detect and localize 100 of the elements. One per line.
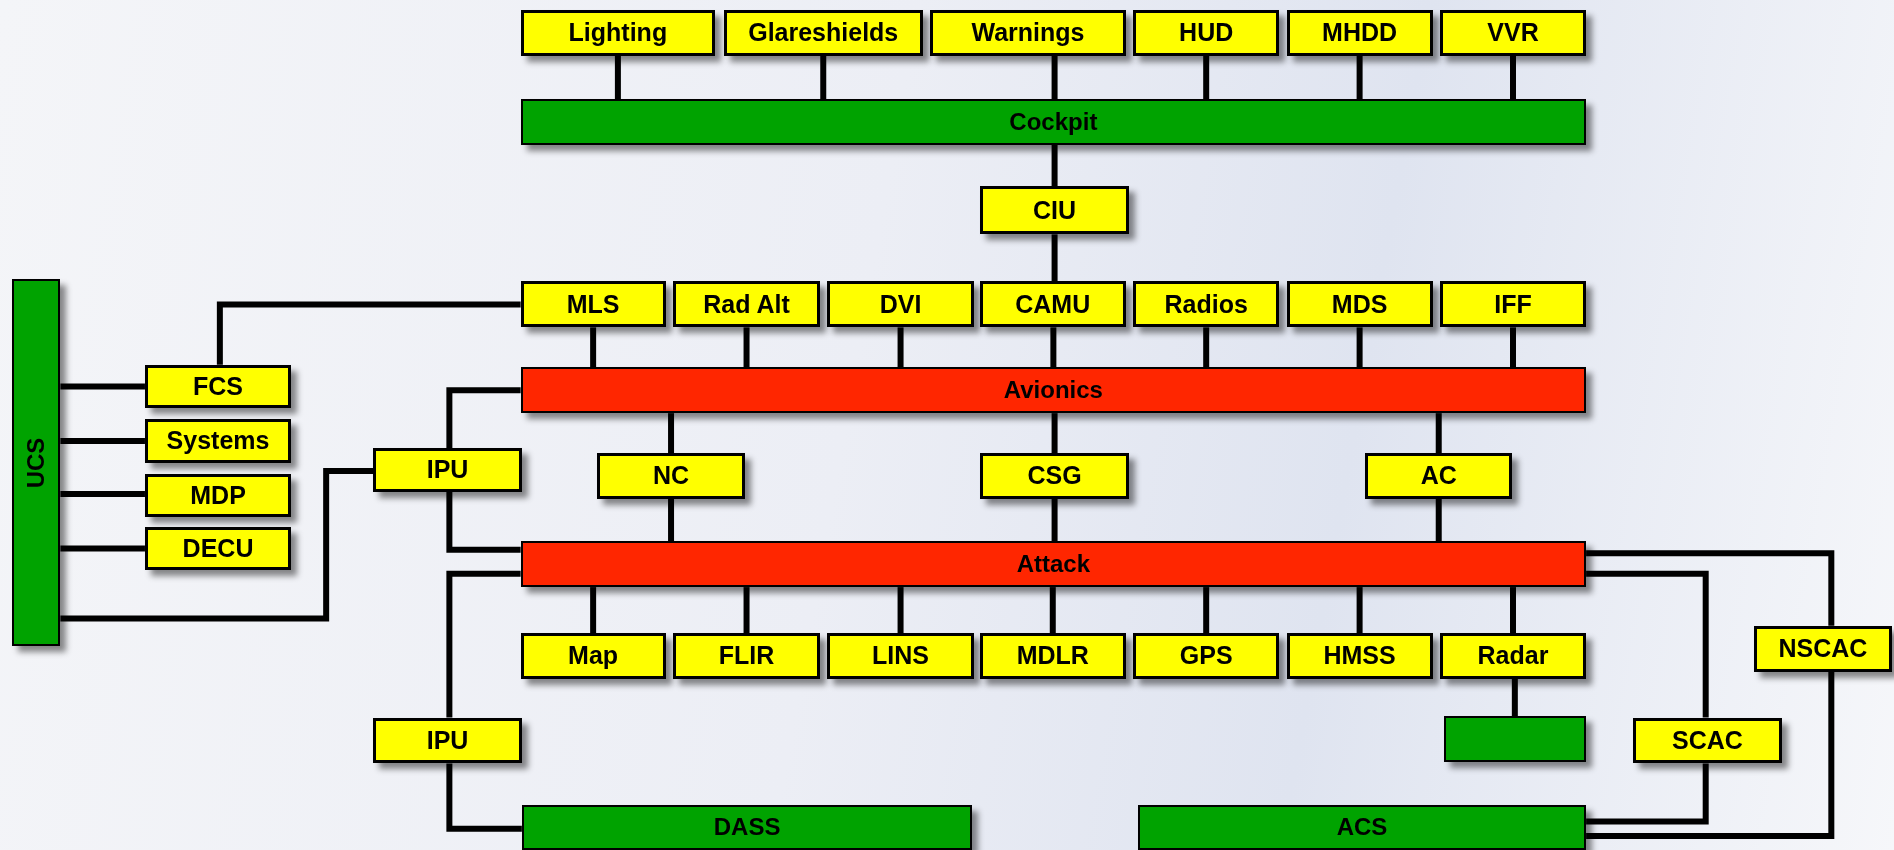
connector-line xyxy=(668,498,675,542)
connector-line xyxy=(1051,55,1058,100)
system-box xyxy=(1286,633,1433,679)
bus-bar xyxy=(520,367,1587,414)
node-label: Attack xyxy=(1016,552,1091,577)
node-label: GPS xyxy=(1179,643,1233,669)
connector-line xyxy=(60,468,374,622)
node-label: Systems xyxy=(166,428,270,454)
node-label: ACS xyxy=(1336,815,1388,840)
node-label: DASS xyxy=(713,815,781,840)
connector-line xyxy=(614,55,621,100)
system-box xyxy=(1633,717,1782,764)
node-label: Cockpit xyxy=(1009,110,1098,134)
system-box xyxy=(373,448,522,492)
node-label: MHDD xyxy=(1322,20,1398,46)
connector-line xyxy=(1203,587,1210,633)
connector-line xyxy=(1510,327,1516,368)
connector-line xyxy=(446,491,521,553)
node-label: AC xyxy=(1420,463,1457,489)
bus-bar xyxy=(521,804,973,850)
node-label: FCS xyxy=(193,374,244,400)
system-box xyxy=(520,281,666,328)
node-label: IFF xyxy=(1494,291,1532,317)
connector-line xyxy=(60,491,145,498)
node-label: Warnings xyxy=(971,20,1085,46)
system-box xyxy=(827,633,974,679)
connector-line xyxy=(216,301,521,365)
node-label: Rad Alt xyxy=(703,291,790,317)
connector-line xyxy=(820,55,827,100)
system-box xyxy=(1754,625,1892,672)
node-label: LINS xyxy=(872,643,929,669)
node-label: CAMU xyxy=(1015,291,1091,317)
connector-line xyxy=(1051,413,1058,453)
connector-line xyxy=(446,387,521,449)
system-box xyxy=(1133,633,1280,679)
node-label: Radios xyxy=(1164,291,1248,317)
connector-line xyxy=(590,587,597,633)
system-box xyxy=(979,633,1126,679)
system-box xyxy=(144,419,292,463)
connector-line xyxy=(1356,327,1363,368)
system-box xyxy=(1439,9,1587,56)
connector-line xyxy=(590,327,597,368)
node-label: Radar xyxy=(1477,643,1549,669)
node-label: MLS xyxy=(566,291,620,317)
connector-line xyxy=(60,545,145,552)
node-label: Lighting xyxy=(568,20,668,46)
system-box xyxy=(596,453,746,499)
connector-line xyxy=(1049,587,1056,633)
node-label: SCAC xyxy=(1672,728,1743,753)
connector-line xyxy=(1435,413,1442,453)
system-box xyxy=(979,281,1126,328)
system-box xyxy=(827,281,974,328)
system-box xyxy=(1365,453,1513,499)
connector-line xyxy=(446,763,522,832)
system-box xyxy=(520,633,666,679)
node-label: UCS xyxy=(24,437,49,488)
system-box xyxy=(520,9,716,56)
node-label: MDLR xyxy=(1016,643,1089,669)
connector-line xyxy=(1203,55,1210,100)
connector-line xyxy=(60,437,145,444)
system-box xyxy=(1439,633,1587,679)
connector-line xyxy=(1051,144,1058,187)
connector-line xyxy=(1051,234,1058,282)
node-label: DECU xyxy=(182,535,254,561)
node-label: HMSS xyxy=(1323,643,1396,669)
connector-line xyxy=(1435,498,1442,542)
node-label: Avionics xyxy=(1003,378,1103,403)
empty-box xyxy=(1443,716,1587,763)
node-label: MDS xyxy=(1331,291,1388,317)
connector-line xyxy=(1356,55,1363,100)
system-box xyxy=(1286,9,1433,56)
connector-line xyxy=(1586,570,1709,718)
node-label: FLIR xyxy=(718,643,775,669)
node-label: Glareshields xyxy=(748,20,899,46)
connector-line xyxy=(1050,327,1057,368)
connector-line xyxy=(1586,763,1709,825)
connector-line xyxy=(60,383,145,390)
connector-line xyxy=(897,587,904,633)
system-box xyxy=(723,9,923,56)
node-label: IPU xyxy=(426,457,469,483)
connector-line xyxy=(1510,55,1516,100)
system-box xyxy=(144,526,292,571)
node-label: CSG xyxy=(1027,463,1082,489)
system-box xyxy=(979,186,1130,235)
node-label: CIU xyxy=(1033,197,1077,223)
node-label: HUD xyxy=(1179,20,1234,46)
system-box xyxy=(1133,281,1280,328)
connector-line xyxy=(1356,587,1363,633)
connector-line xyxy=(1586,550,1835,626)
connector-line xyxy=(743,327,750,368)
bus-bar xyxy=(1137,804,1587,850)
system-box xyxy=(672,633,821,679)
system-box xyxy=(1286,281,1433,328)
connector-line xyxy=(1511,678,1518,717)
connector-line xyxy=(897,327,904,368)
bus-bar xyxy=(12,279,61,647)
system-box xyxy=(1133,9,1280,56)
node-label: MDP xyxy=(190,482,246,508)
node-label: VVR xyxy=(1487,20,1539,46)
connector-line xyxy=(1586,671,1835,839)
